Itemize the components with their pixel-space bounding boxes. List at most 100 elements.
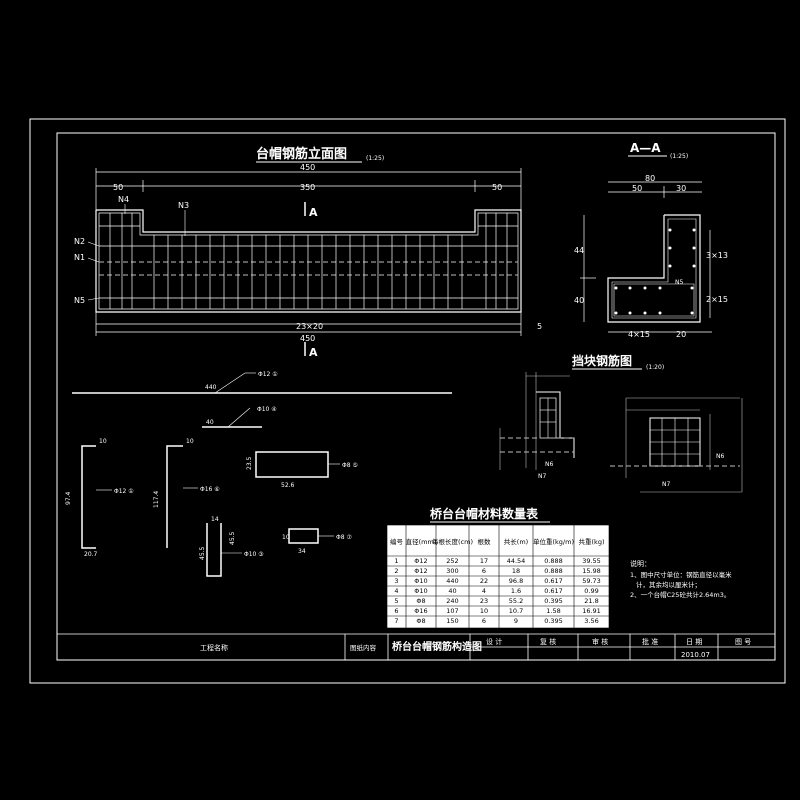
table-cell: 4 bbox=[482, 587, 486, 595]
bar-1-length: 440 bbox=[205, 384, 217, 391]
table-cell: 7 bbox=[394, 617, 398, 625]
bar-6-label: Φ10 ③ bbox=[244, 551, 264, 558]
table-cell: 0.617 bbox=[544, 577, 563, 585]
bar-4-label: Φ16 ⑥ bbox=[200, 486, 220, 493]
bar-5-label: Φ8 ⑤ bbox=[342, 462, 358, 469]
notes-line-3: 2、一个台帽C25砼共计2.64m3。 bbox=[630, 590, 730, 599]
table-cell: Φ8 bbox=[416, 617, 425, 625]
table-cell: 16.91 bbox=[582, 607, 601, 615]
stopper-title: 挡块钢筋图 bbox=[572, 353, 632, 368]
label-n4: N4 bbox=[118, 195, 129, 204]
table-cell: 3.56 bbox=[584, 617, 598, 625]
sec-dim-bottom-left: 4×15 bbox=[628, 330, 650, 339]
table-header-cell: 根数 bbox=[478, 537, 492, 546]
bar-6-dim-top: 14 bbox=[211, 516, 219, 523]
table-cell: 59.73 bbox=[582, 577, 601, 585]
table-cell: Φ10 bbox=[414, 587, 427, 595]
outer-border bbox=[29, 118, 786, 684]
table-cell: 1 bbox=[394, 557, 398, 565]
table-cell: 10.7 bbox=[509, 607, 523, 615]
table-cell: 21.8 bbox=[584, 597, 598, 605]
stopper-left-n7: N7 bbox=[538, 473, 546, 480]
table-cell: 150 bbox=[446, 617, 458, 625]
table-cell: 1.58 bbox=[546, 607, 560, 615]
table-cell: 6 bbox=[482, 567, 486, 575]
label-n1: N1 bbox=[74, 253, 85, 262]
bar-5-dim-side: 23.5 bbox=[246, 456, 253, 470]
table-header-cell: 共长(m) bbox=[504, 537, 528, 546]
bar-7 bbox=[288, 528, 319, 544]
table-cell: 44.54 bbox=[507, 557, 526, 565]
table-cell: 23 bbox=[480, 597, 488, 605]
sec-dim-right-upper: 3×13 bbox=[706, 251, 728, 260]
label-n3: N3 bbox=[178, 201, 189, 210]
table-cell: 440 bbox=[446, 577, 458, 585]
table-cell: 22 bbox=[480, 577, 488, 585]
table-cell: 96.8 bbox=[509, 577, 523, 585]
sec-dim-top-left: 50 bbox=[632, 184, 642, 193]
section-mark-top: A bbox=[309, 206, 318, 219]
stopper-right-n7: N7 bbox=[662, 481, 670, 488]
table-header-cell: 共重(kg) bbox=[579, 537, 605, 546]
bar-7-label: Φ8 ⑦ bbox=[336, 534, 352, 541]
table-cell: 1.6 bbox=[511, 587, 521, 595]
table-cell: 300 bbox=[446, 567, 458, 575]
table-cell: 4 bbox=[394, 587, 398, 595]
bar-4 bbox=[166, 445, 183, 548]
table-cell: 40 bbox=[448, 587, 456, 595]
table-cell: 39.55 bbox=[582, 557, 601, 565]
bar-4-dim-top: 10 bbox=[186, 438, 194, 445]
table-title: 桥台台帽材料数量表 bbox=[430, 506, 539, 521]
bar-3 bbox=[81, 445, 96, 549]
bar-3-dim-side: 97.4 bbox=[65, 491, 72, 505]
title-content-label: 图纸内容 bbox=[350, 643, 377, 652]
table-cell: 240 bbox=[446, 597, 458, 605]
stopper-scale: (1:20) bbox=[646, 364, 664, 371]
notes-title: 说明： bbox=[630, 559, 651, 568]
table-cell: 252 bbox=[446, 557, 458, 565]
cap-outline bbox=[95, 209, 522, 313]
table-cell: 6 bbox=[394, 607, 398, 615]
bar-4-dim-side: 117.4 bbox=[153, 491, 160, 508]
table-cell: 0.617 bbox=[544, 587, 563, 595]
bar-7-dim-side: 10 bbox=[282, 534, 290, 541]
table-cell: 5 bbox=[394, 597, 398, 605]
title-sheet-label: 图 号 bbox=[735, 638, 751, 646]
table-header-cell: 单位重(kg/m) bbox=[533, 537, 574, 546]
table-cell: Φ10 bbox=[414, 577, 427, 585]
sec-dim-top-right: 30 bbox=[676, 184, 686, 193]
title-design: 设 计 bbox=[486, 637, 502, 646]
table-cell: 0.395 bbox=[544, 597, 563, 605]
bar-2-length: 40 bbox=[206, 419, 214, 426]
bar-3-label: Φ12 ① bbox=[114, 488, 134, 495]
section-mark-bottom: A bbox=[309, 346, 318, 359]
title-approve: 批 准 bbox=[642, 637, 658, 646]
stopper-left-n6: N6 bbox=[545, 461, 553, 468]
bar-5 bbox=[255, 451, 329, 478]
notes-line-1: 1、图中尺寸单位：钢筋直径以毫米 bbox=[630, 570, 732, 579]
elev-dim-right: 50 bbox=[492, 183, 502, 192]
elev-dim-spacing: 23×20 bbox=[296, 322, 323, 331]
table-cell: 9 bbox=[514, 617, 518, 625]
elev-dim-end: 5 bbox=[537, 322, 542, 331]
sec-dim-top: 80 bbox=[645, 174, 655, 183]
table-header-cell: 编号 bbox=[390, 537, 404, 546]
table-cell: Φ12 bbox=[414, 567, 427, 575]
bar-2-label: Φ10 ④ bbox=[257, 406, 277, 413]
title-review: 复 核 bbox=[540, 637, 556, 646]
material-table bbox=[387, 525, 609, 628]
sec-dim-bottom-right: 20 bbox=[676, 330, 686, 339]
notes-line-2: 计，其余均以厘米计； bbox=[636, 580, 701, 589]
sec-dim-right-lower: 2×15 bbox=[706, 295, 728, 304]
elev-dim-middle: 350 bbox=[300, 183, 315, 192]
table-cell: 2 bbox=[394, 567, 398, 575]
sec-label-n5: N5 bbox=[675, 279, 683, 286]
table-cell: 107 bbox=[446, 607, 458, 615]
section-scale: (1:25) bbox=[670, 153, 688, 160]
table-cell: Φ8 bbox=[416, 597, 425, 605]
label-n2: N2 bbox=[74, 237, 85, 246]
table-cell: 6 bbox=[482, 617, 486, 625]
elev-dim-total-bottom: 450 bbox=[300, 334, 315, 343]
title-drawing-name: 桥台台帽钢筋构造图 bbox=[392, 640, 482, 653]
